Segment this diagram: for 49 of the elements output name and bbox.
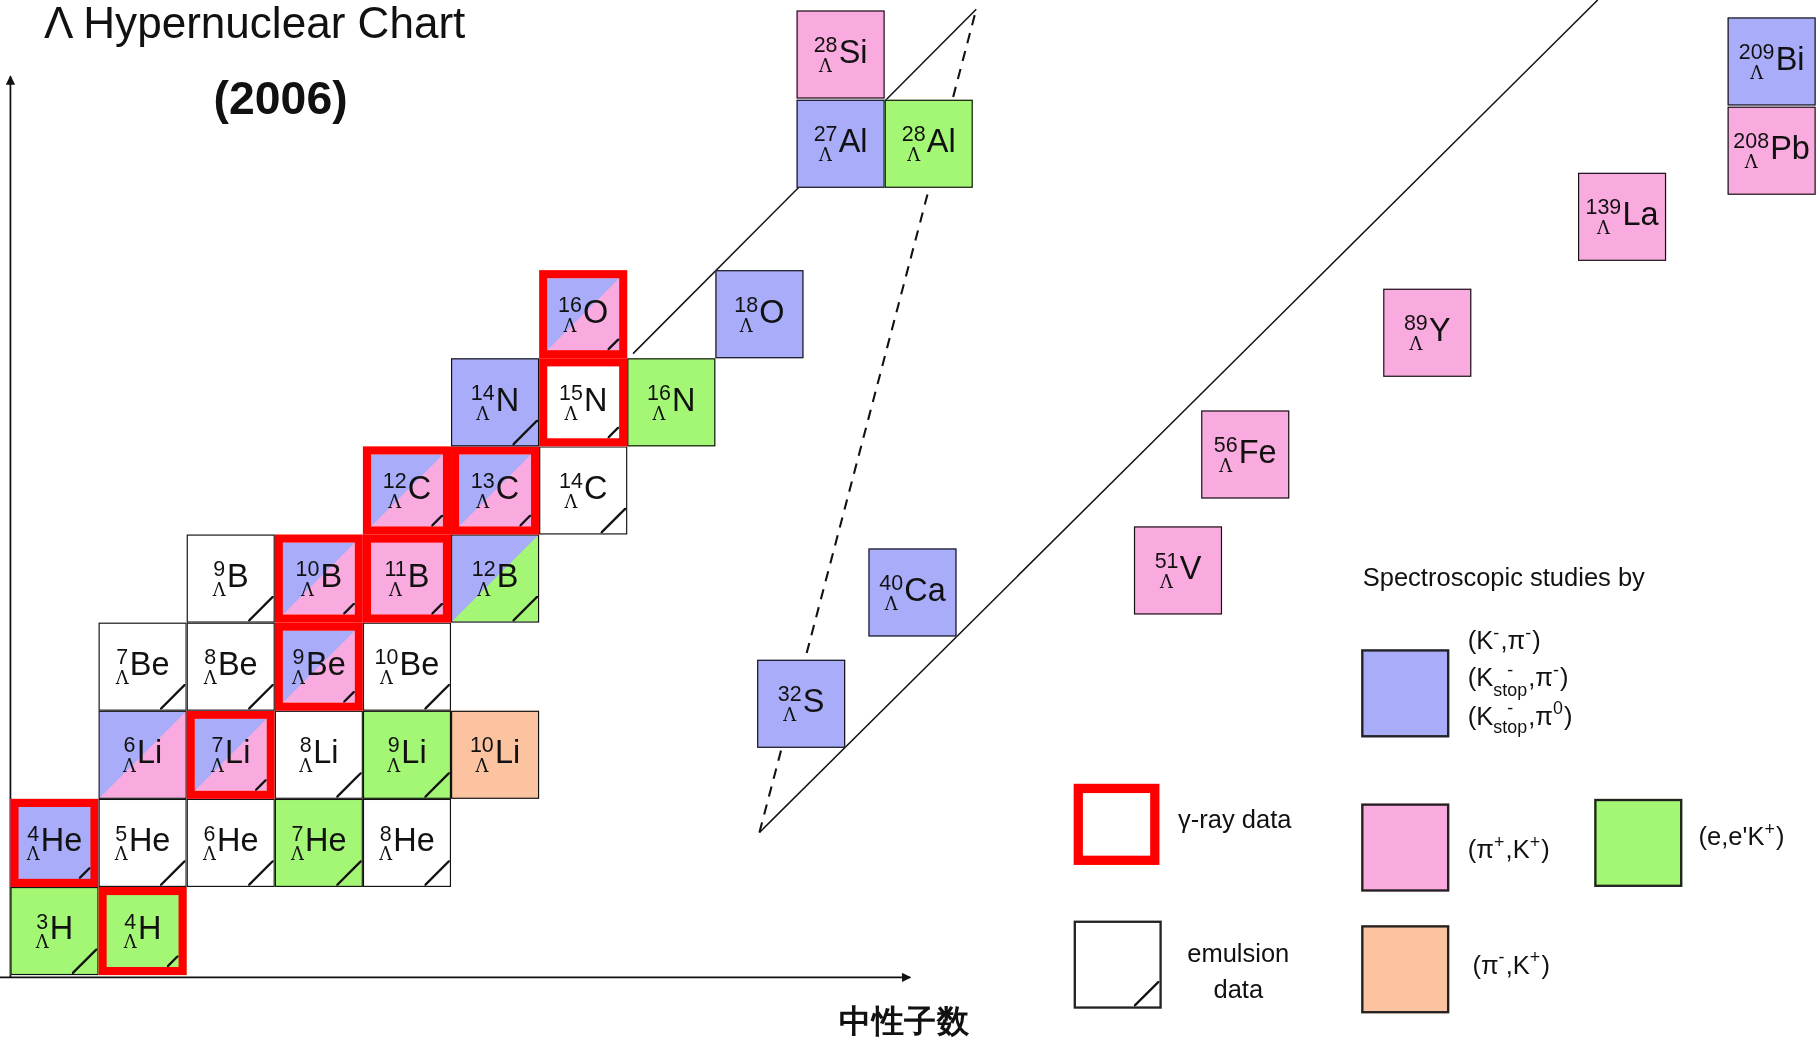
nuclide-cell: [186, 710, 275, 799]
nuclide-cell: [98, 622, 187, 711]
nuclide-cell: [10, 798, 99, 887]
nuclide-cell: [10, 886, 99, 976]
nuclide-cell: [1383, 288, 1472, 377]
nuclide-cell: [757, 659, 846, 748]
nuclide-cell: [884, 99, 973, 188]
nuclide-cell: [186, 622, 275, 711]
nuclide-cell: [1133, 526, 1223, 615]
nuclide-cell: [98, 798, 187, 887]
nuclide-cell: [1201, 410, 1290, 499]
nuclide-cell: [1727, 17, 1816, 106]
nuclide-cell: [451, 446, 540, 535]
legend-text: (e,e'K$^{+}$): [1698, 819, 1785, 853]
nuclide-cell: [1727, 106, 1816, 195]
year-label: (2006): [213, 71, 348, 125]
nuclide-cell: [796, 99, 885, 188]
nuclide-cell: [868, 548, 957, 637]
legend-text: (K$^{-}$,π$^{-}$) (K$^{-}$$_{stop}$,π$^{-}$) (K$^{-}$$_{stop}$,π$^{0}$): [1467, 623, 1573, 737]
nuclide-cell: [98, 886, 187, 976]
nuclide-cell: [451, 534, 540, 623]
nuclide-cell: [362, 710, 451, 799]
nuclide-cell: [274, 622, 363, 711]
nuclide-cell: [362, 798, 451, 887]
nuclide-cell: [98, 710, 187, 799]
nuclide-cell: [274, 798, 363, 887]
nuclide-cell: [362, 622, 451, 711]
nuclide-cell: [274, 710, 363, 799]
legend-text: (π$^{-}$,K$^{+}$): [1472, 948, 1550, 982]
axis-label: 中性子数: [839, 1001, 970, 1040]
nuclide-cell: [274, 534, 363, 623]
legend-text: emulsion data: [1186, 938, 1291, 1006]
nuclide-cell: [362, 446, 451, 535]
legend-text: (π$^{+}$,K$^{+}$): [1467, 832, 1550, 866]
nuclide-cell: [451, 358, 540, 447]
nuclide-cell: [715, 270, 804, 359]
nuclide-cell: [539, 270, 628, 359]
nuclide-cell: [1578, 172, 1667, 261]
nuclide-cell: [796, 10, 885, 99]
nuclide-cell: [186, 798, 275, 887]
legend-text: γ-ray data: [1178, 804, 1292, 835]
nuclide-cell: [186, 534, 275, 623]
nuclide-cell: [539, 358, 628, 447]
legend-heading: Spectroscopic studies by: [1362, 562, 1645, 593]
nuclide-cell: [451, 710, 540, 799]
nuclide-cell: [362, 534, 451, 623]
nuclide-cell: [539, 446, 628, 535]
nuclide-cell: [627, 358, 716, 447]
chart-title: Λ Hypernuclear Chart: [44, 0, 466, 49]
